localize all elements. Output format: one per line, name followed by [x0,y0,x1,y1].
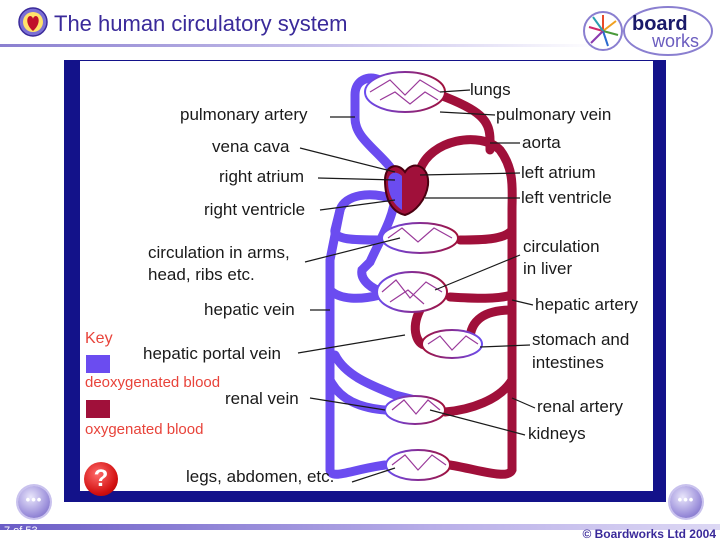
key-label-oxygenated: oxygenated blood [85,421,204,438]
logo-word-works: works [651,31,699,51]
logo-word-board: board [632,13,688,35]
key-title: Key [85,330,113,347]
label-renal-vein: renal vein [225,389,299,408]
label-circulation-arms-line1: circulation in arms, [148,243,290,262]
footer-bar [0,524,720,530]
label-circulation-arms-line2: head, ribs etc. [148,265,255,284]
label-right-ventricle: right ventricle [204,200,306,219]
key-swatch-oxygenated [86,400,110,418]
heart-icon [383,164,430,217]
boardworks-logo: board works [583,6,713,56]
label-circulation-liver-line2: in liver [523,259,573,278]
label-left-ventricle: left ventricle [521,188,612,207]
label-hepatic-portal-vein: hepatic portal vein [143,344,281,363]
copyright-text: © Boardworks Ltd 2004 [582,527,716,541]
label-stomach-line2: intestines [532,353,604,372]
label-stomach-line1: stomach and [532,330,630,349]
previous-slide-button[interactable]: ••• [18,486,50,518]
label-lungs: lungs [470,80,511,99]
heart-logo-icon [18,7,48,37]
next-slide-icon: ••• [677,492,695,507]
capillary-mesh [369,79,479,471]
slide-counter: 7 of 53 [4,525,38,537]
key-swatch-deoxygenated [86,355,110,373]
help-button[interactable]: ? [84,462,118,496]
key-label-deoxygenated: deoxygenated blood [85,374,221,391]
previous-slide-icon: ••• [25,492,43,507]
label-aorta: aorta [522,133,561,152]
header-divider [0,44,600,47]
label-vena-cava: vena cava [212,137,290,156]
label-hepatic-vein: hepatic vein [204,300,295,319]
label-renal-artery: renal artery [537,397,623,416]
leader-lines [297,89,536,483]
label-kidneys: kidneys [528,424,586,443]
label-circulation-liver-line1: circulation [523,237,600,256]
page-title: The human circulatory system [54,11,348,36]
next-slide-button[interactable]: ••• [670,486,702,518]
label-right-atrium: right atrium [219,167,305,186]
label-left-atrium: left atrium [521,163,596,182]
label-hepatic-artery: hepatic artery [535,295,638,314]
label-pulmonary-vein: pulmonary vein [496,105,612,124]
label-legs-abdomen: legs, abdomen, etc. [186,467,335,486]
label-pulmonary-artery: pulmonary artery [180,105,308,124]
